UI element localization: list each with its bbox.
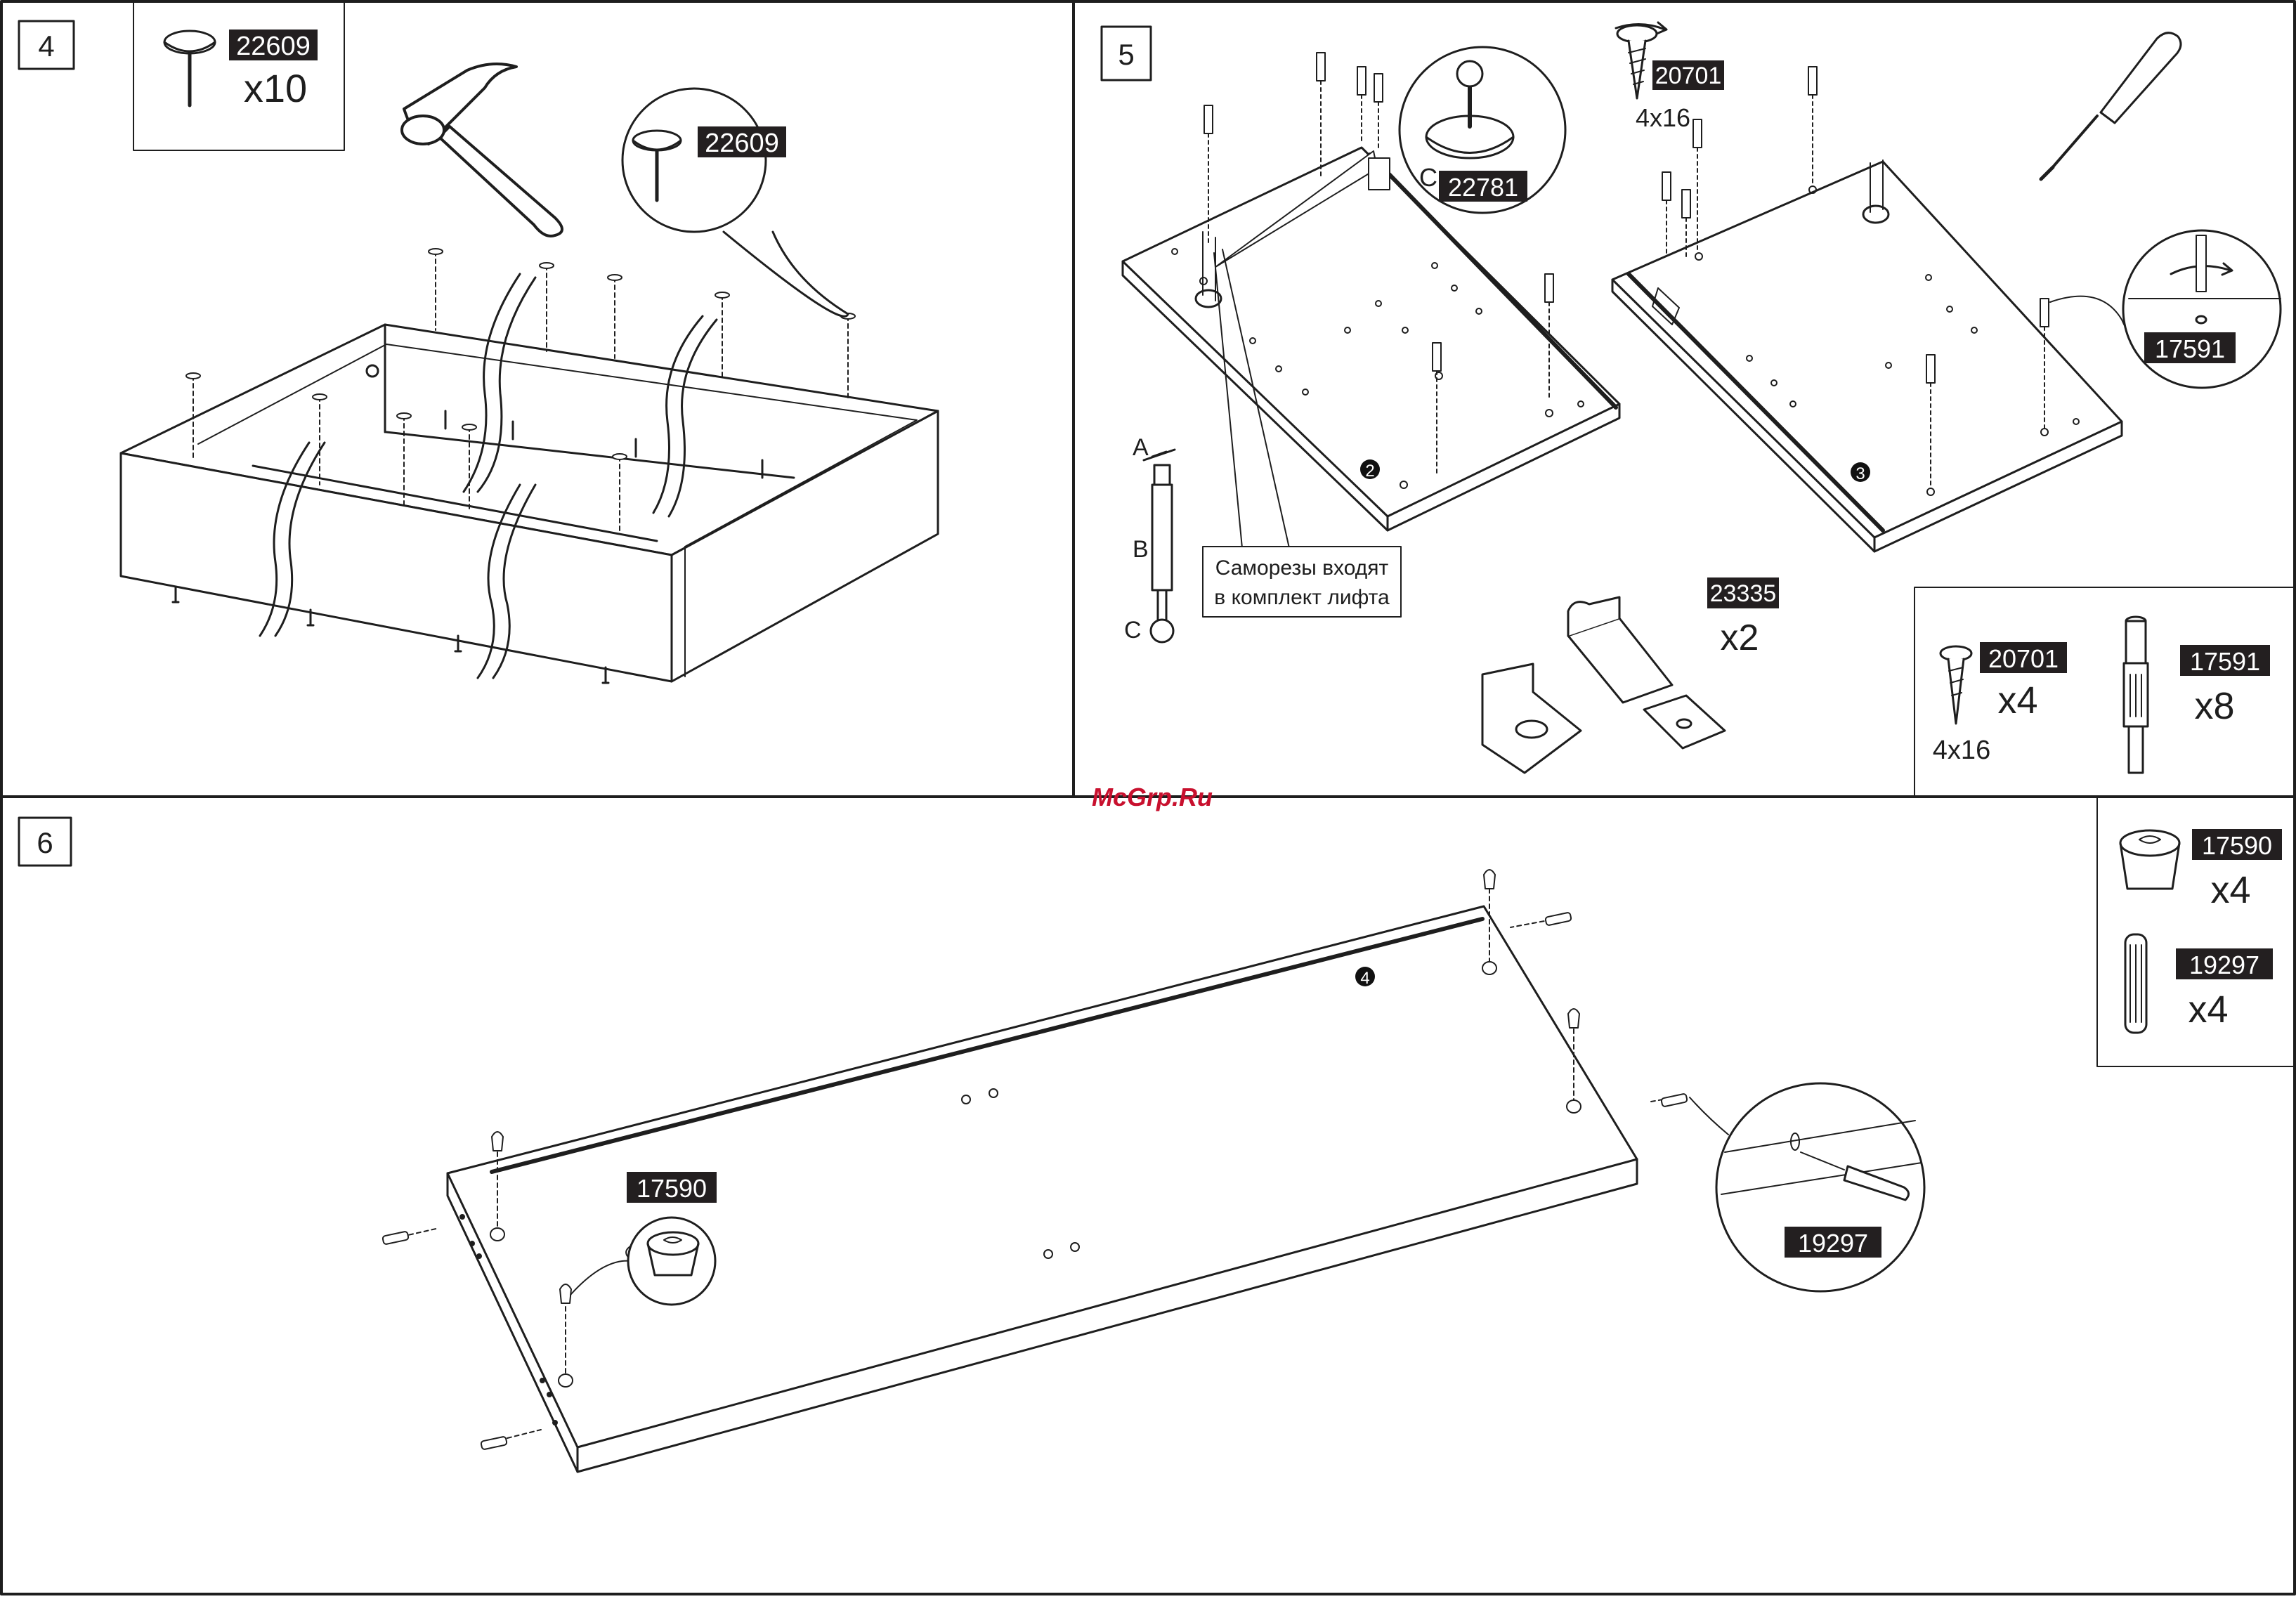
step-5-panel: 5 2 <box>1102 22 2295 797</box>
cam-icon <box>2120 830 2179 889</box>
nail-part-code: 22609 <box>236 32 311 61</box>
long-board-4: 4 <box>382 870 1688 1472</box>
legend-cam-qty: x4 <box>2210 869 2250 911</box>
bracket-part-qty: x2 <box>1721 618 1759 658</box>
note-line-2: в комплект лифта <box>1214 586 1390 609</box>
legend-screw-size: 4x16 <box>1933 736 1990 765</box>
bed-frame-box <box>121 249 938 683</box>
bracket-callout-code: 22781 <box>1448 173 1518 202</box>
step-6-number: 6 <box>37 826 53 859</box>
nail-quantity: x10 <box>244 66 307 110</box>
step-4-number: 4 <box>38 30 54 63</box>
legend-screw-qty: x4 <box>1997 679 2037 722</box>
confirmat-callout-code: 17591 <box>2155 334 2225 363</box>
step-4-nail-legend: 22609 x10 <box>133 1 344 150</box>
gas-lift: A B C <box>1124 434 1175 644</box>
step-4-panel: 4 22609 x10 <box>19 1 938 683</box>
nail-icon <box>164 31 215 105</box>
legend-cam-code: 17590 <box>2202 831 2272 860</box>
bracket-callout-letter: C <box>1419 163 1437 192</box>
legend-screw-code: 20701 <box>1988 644 2059 673</box>
step-6-legend: 17590 x4 19297 x4 <box>2097 797 2295 1066</box>
panel-number-2: 2 <box>1365 462 1374 481</box>
dowel-callout: 19297 <box>1690 1083 1924 1291</box>
hammer-icon <box>402 64 562 236</box>
legend-dowel-qty: x4 <box>2188 988 2228 1031</box>
lift-label-a: A <box>1133 434 1149 461</box>
screw-icon <box>1940 646 1971 724</box>
legend-confirmat-code: 17591 <box>2190 647 2260 676</box>
watermark: McGrp.Ru <box>1092 783 1213 811</box>
legend-dowel-code: 19297 <box>2189 951 2259 979</box>
panel-number-3: 3 <box>1855 464 1865 483</box>
step-5-legend: 20701 x4 4x16 17591 x8 <box>1915 587 2295 797</box>
confirmat-callout: 17591 <box>2050 230 2281 388</box>
dowel-icon <box>2125 934 2146 1033</box>
note-line-1: Саморезы входят <box>1215 556 1389 580</box>
lift-label-c: C <box>1124 617 1142 644</box>
legend-confirmat-qty: x8 <box>2194 685 2234 727</box>
screw-callout-code: 20701 <box>1655 63 1722 89</box>
screw-callout: 20701 4x16 <box>1616 22 1724 132</box>
dowel-callout-code: 19297 <box>1798 1229 1868 1258</box>
step-4-callout-code: 22609 <box>705 129 779 158</box>
panel-number-4: 4 <box>1360 969 1369 988</box>
bracket-part-code: 23335 <box>1710 580 1777 607</box>
confirmat-icon <box>2124 617 2148 773</box>
step-5-number: 5 <box>1118 38 1134 71</box>
bed-board-3: 3 <box>1612 67 2122 552</box>
screw-callout-size: 4x16 <box>1636 103 1690 132</box>
step-4-nail-callout: 22609 <box>622 89 848 316</box>
screwdriver-icon <box>2041 33 2181 179</box>
cam-callout-code: 17590 <box>637 1174 707 1203</box>
corner-bracket-parts: 23335 x2 <box>1482 577 1779 773</box>
lift-label-b: B <box>1133 536 1149 563</box>
step-6-panel: 6 4 <box>19 797 2295 1472</box>
